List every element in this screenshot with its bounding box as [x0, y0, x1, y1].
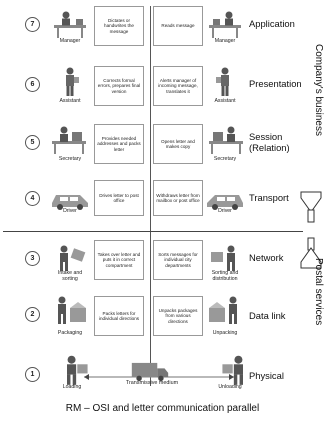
layer-number: 2 [25, 307, 40, 322]
layer-number: 4 [25, 191, 40, 206]
right-action-box: Opens letter and makes copy [153, 124, 203, 164]
left-person-label: Assistant [59, 98, 81, 104]
company-business-label: Company's business [313, 44, 324, 136]
left-action-box: Packs letters for individual directions [94, 296, 144, 336]
secretary-left-icon [52, 126, 86, 154]
assistant-right-icon [216, 67, 229, 96]
left-action-box: Provides needed addresses and packs lett… [94, 124, 144, 164]
layer-label: Application [249, 18, 295, 29]
right-action-box: Alerts manager of incoming message, tran… [153, 66, 203, 106]
layer-number: 7 [25, 17, 40, 32]
left-action-box: Corrects formal errors, prepares final v… [94, 66, 144, 106]
car-right-icon [207, 195, 243, 210]
unloading-icon [222, 355, 243, 385]
layer-label: Presentation [249, 78, 302, 89]
manager-right-icon [209, 11, 241, 38]
layer-label: Physical [249, 370, 284, 381]
left-action-box: Drives letter to post office [94, 180, 144, 216]
unpacking-icon [209, 296, 237, 324]
left-person-label: Manager [59, 38, 81, 44]
intake-sorting-icon [60, 245, 86, 271]
right-person-label: Sorting and distribution [211, 270, 239, 282]
right-person-label: Secretary [213, 156, 237, 162]
assistant-left-icon [66, 67, 79, 96]
layer-label: Transport [249, 192, 289, 203]
car-left-icon [52, 195, 88, 210]
postal-services-label: Postal services [313, 258, 324, 326]
right-action-box: Reads message [153, 6, 203, 46]
loading-icon [67, 355, 88, 385]
center-divider [150, 6, 151, 386]
double-arrow-icon [300, 191, 322, 269]
secretary-right-icon [209, 126, 243, 154]
left-person-label: Loading [62, 384, 82, 390]
layer-label: Data link [249, 310, 286, 321]
right-action-box: Unpacks packages from various directions [153, 296, 203, 336]
layer-number: 3 [25, 251, 40, 266]
right-person-label: Unloading [218, 384, 242, 390]
left-action-box: Dictates or handwrites the message [94, 6, 144, 46]
packaging-icon [58, 296, 86, 324]
diagram-title: RM – OSI and letter communication parall… [65, 403, 260, 414]
transmission-medium-label: Transmissive medium [125, 380, 179, 386]
left-person-label: Secretary [58, 156, 82, 162]
left-action-box: Takes over letter and puts it in correct… [94, 240, 144, 280]
layer-label-line: Session (Relation) [249, 131, 290, 153]
sorting-distribution-icon [211, 245, 235, 271]
right-person-label: Unpacking [212, 330, 238, 336]
left-person-label: Driver [63, 208, 77, 214]
right-action-box: Withdraws letter from mailbox or post of… [153, 180, 203, 216]
right-person-label: Driver [218, 208, 232, 214]
layer-number: 5 [25, 135, 40, 150]
layer-number: 6 [25, 77, 40, 92]
truck-icon [131, 362, 169, 382]
right-person-label: Manager [214, 38, 236, 44]
left-person-label: Intake and sorting [57, 270, 83, 282]
layer-label: Network [249, 252, 284, 263]
right-action-box: Sorts messages for individual city depar… [153, 240, 203, 280]
layer-number: 1 [25, 367, 40, 382]
left-person-label: Packaging [57, 330, 83, 336]
business-postal-divider [3, 231, 303, 232]
layer-label: Session (Relation) [249, 131, 290, 153]
manager-left-icon [54, 11, 86, 38]
right-person-label: Assistant [214, 98, 236, 104]
